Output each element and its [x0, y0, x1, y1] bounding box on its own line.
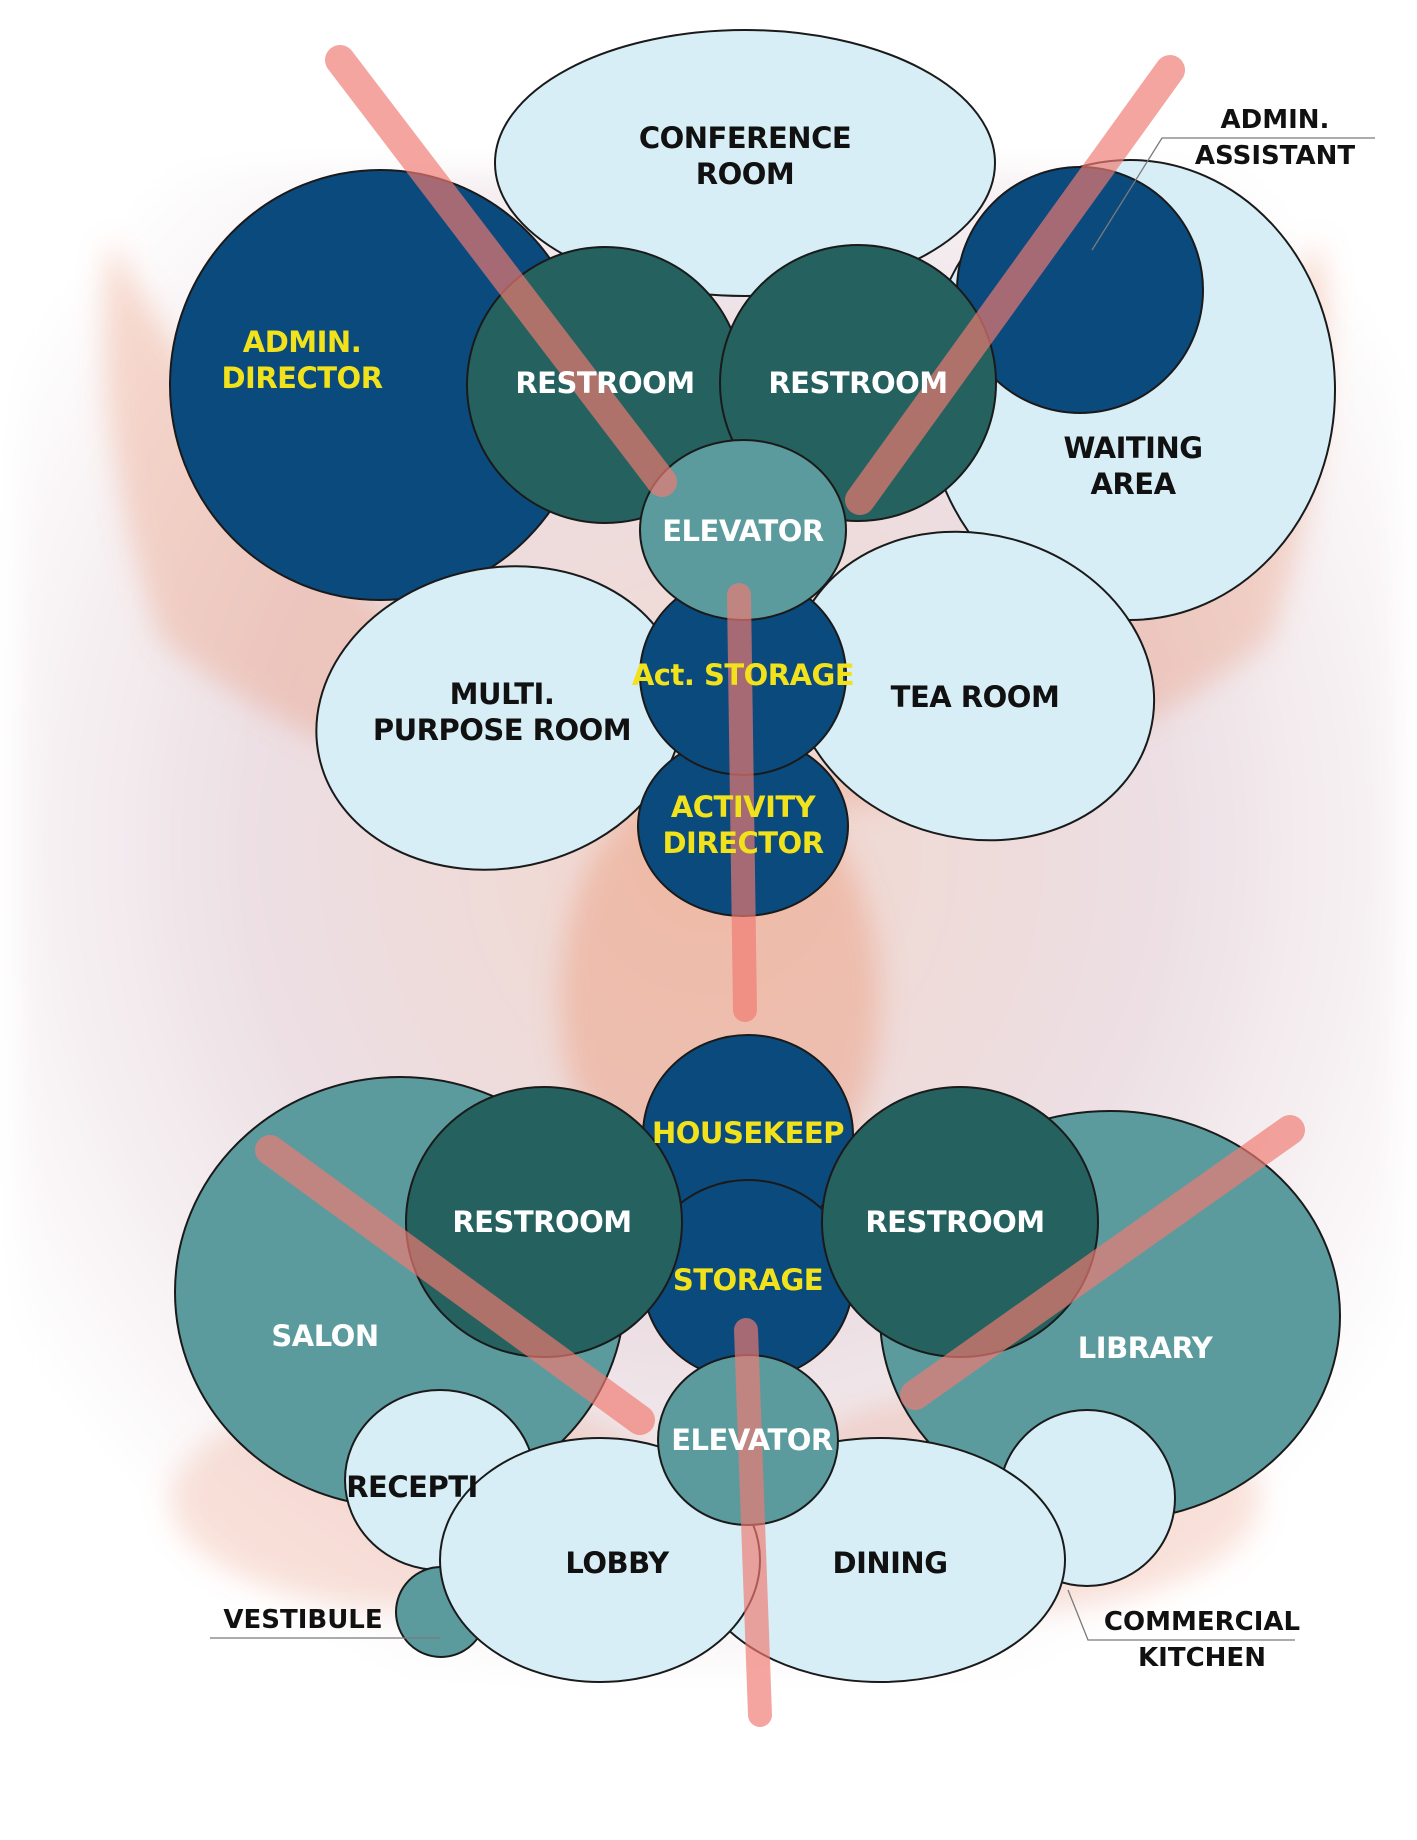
circulation-paths — [255, 45, 1305, 1727]
label-activity-director-line2: DIRECTOR — [662, 826, 823, 860]
label-waiting-area-line2: AREA — [1090, 467, 1176, 501]
label-admin-director-line1: ADMIN. — [243, 325, 361, 359]
label-housekeep: HOUSEKEEP — [652, 1116, 844, 1150]
upper-floor — [169, 29, 1336, 917]
label-conference-room-line1: CONFERENCE — [639, 121, 851, 155]
label-admin-assistant-line1: ADMIN. — [1221, 105, 1330, 135]
label-salon: SALON — [271, 1319, 378, 1353]
right-wing-shape — [790, 240, 1327, 805]
label-tea-room: TEA ROOM — [891, 680, 1060, 714]
circulation-stroke-lower-right — [900, 1115, 1305, 1410]
circulation-stroke-upper-right — [845, 55, 1185, 515]
circulation-stroke-lower-left — [255, 1135, 655, 1435]
label-activity-director-line1: ACTIVITY — [671, 790, 817, 824]
circulation-stroke-upper-left — [325, 45, 677, 497]
label-lobby: LOBBY — [565, 1546, 670, 1580]
label-restroom-upper-right: RESTROOM — [768, 366, 947, 400]
label-elevator-upper: ELEVATOR — [662, 514, 824, 548]
leader-admin-assistant — [1091, 137, 1375, 251]
label-dining: DINING — [833, 1546, 948, 1580]
lower-floor — [174, 1034, 1341, 1683]
label-library: LIBRARY — [1078, 1331, 1214, 1365]
lower-floor-labels: HOUSEKEEP STORAGE RESTROOM RESTROOM SALO… — [223, 1116, 1300, 1673]
circulation-stroke-lower-center — [734, 1318, 772, 1727]
callout-lines — [210, 137, 1375, 1641]
label-conference-room-line2: ROOM — [696, 157, 795, 191]
upper-floor-labels: CONFERENCE ROOM ADMIN. DIRECTOR WAITING … — [221, 105, 1355, 860]
label-restroom-upper-left: RESTROOM — [515, 366, 694, 400]
label-admin-assistant-line2: ASSISTANT — [1195, 141, 1355, 171]
bubble-conference-room — [494, 29, 996, 297]
label-commercial-kitchen-line1: COMMERCIAL — [1104, 1607, 1300, 1637]
label-waiting-area-line1: WAITING — [1063, 431, 1202, 465]
label-reception: RECEPTI — [346, 1470, 478, 1504]
label-commercial-kitchen-line2: KITCHEN — [1138, 1643, 1266, 1673]
label-multi-purpose-line1: MULTI. — [450, 677, 555, 711]
left-wing-shape — [103, 240, 640, 805]
label-vestibule: VESTIBULE — [223, 1605, 382, 1635]
label-multi-purpose-line2: PURPOSE ROOM — [373, 713, 631, 747]
label-storage: STORAGE — [673, 1263, 823, 1297]
label-restroom-lower-left: RESTROOM — [452, 1205, 631, 1239]
leader-commercial-kitchen — [1067, 1589, 1295, 1641]
label-restroom-lower-right: RESTROOM — [865, 1205, 1044, 1239]
circulation-stroke-upper-center — [727, 583, 757, 1022]
label-elevator-lower: ELEVATOR — [671, 1423, 833, 1457]
label-admin-director-line2: DIRECTOR — [221, 361, 382, 395]
label-act-storage: Act. STORAGE — [632, 658, 854, 692]
